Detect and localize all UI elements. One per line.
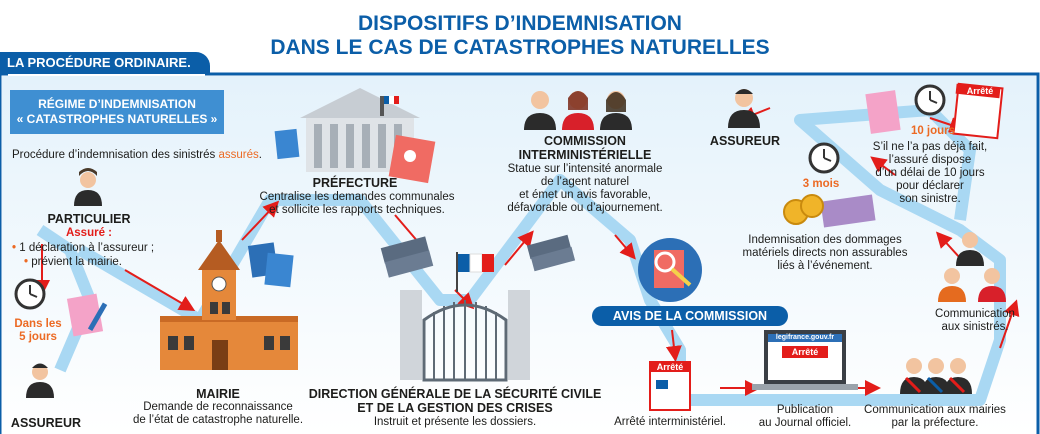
particulier-bullet1: • 1 déclaration à l’assureur ; [12, 242, 162, 255]
delay-5-line1: Dans les [14, 318, 62, 330]
website-label: legifrance.gouv.fr [775, 334, 835, 341]
clock-icon-middle [808, 142, 840, 174]
assureur-right-label: ASSUREUR [709, 134, 781, 148]
particulier-title: PARTICULIER [47, 212, 131, 226]
arrete-doc-bottom-label: Arrêté [656, 362, 684, 372]
clock-icon-left [14, 278, 46, 310]
dgscgc-gate [400, 252, 530, 382]
delay-3-months: 3 mois [802, 178, 840, 190]
assureur-left-figure [26, 363, 54, 398]
dgscgc-line2: ET DE LA GESTION DES CRISES [357, 401, 553, 415]
publication-line1: Publication [776, 404, 834, 416]
avis-commission-pill: AVIS DE LA COMMISSION [592, 306, 788, 326]
communication-mairies-line1: Communication aux mairies [864, 404, 1006, 416]
commission-line1: Statue sur l’intensité anormale [507, 163, 663, 175]
communication-mairies-line2: par la préfecture. [891, 417, 979, 429]
commission-line3: et émet un avis favorable, [519, 189, 651, 201]
bullet-dot: • [12, 242, 17, 254]
frame-top-right [205, 72, 1040, 434]
mairie-line1: Demande de reconnaissance [143, 401, 293, 413]
regime-caption: Procédure d’indemnisation des sinistrés … [12, 149, 262, 162]
arrete-doc-top-label: Arrêté [966, 86, 994, 96]
laptop-arrete-label: Arrêté [791, 347, 819, 357]
sinistres-group [938, 232, 1006, 302]
declaration-line5: son sinistre. [899, 193, 961, 205]
particulier-bullet2: • prévient la mairie. [24, 256, 164, 269]
commission-line2: de l’agent naturel [540, 176, 630, 188]
indemnisation-line3: liés à l’événement. [777, 260, 873, 272]
prefecture-line1: Centralise les demandes communales [259, 191, 455, 203]
delay-10-days: 10 jours [910, 125, 956, 137]
particulier-bullet2-text: prévient la mairie. [31, 256, 122, 268]
particulier-bullet1-text: 1 déclaration à l’assureur ; [19, 242, 155, 254]
publication-line2: au Journal officiel. [758, 417, 852, 429]
clock-icon-top [914, 84, 946, 116]
declaration-document [66, 293, 108, 337]
delay-5-days: Dans les 5 jours [4, 318, 72, 344]
regime-line1: RÉGIME D’INDEMNISATION [38, 97, 196, 111]
communication-sinistres-line2: aux sinistrés. [941, 321, 1009, 333]
assureur-right-figure [728, 89, 760, 128]
arrete-document-bottom [649, 361, 691, 411]
commission-title1: COMMISSION [544, 134, 626, 148]
declaration-line3: d’un délai de 10 jours [875, 167, 985, 179]
procedure-banner: LA PROCÉDURE ORDINAIRE. [0, 52, 210, 74]
delay-5-line2: 5 jours [19, 331, 57, 343]
technical-report [388, 134, 436, 184]
particulier-figure [74, 168, 102, 206]
frame-left [0, 72, 8, 434]
dossiers-stack-left [380, 236, 434, 278]
page-title-line1: DISPOSITIFS D’INDEMNISATION [358, 12, 682, 35]
particulier-subtitle: Assuré : [65, 227, 113, 239]
assureur-left-label: ASSUREUR [10, 416, 82, 430]
communication-sinistres-line1: Communication [935, 308, 1015, 320]
declaration-line1: S’il ne l’a pas déjà fait, [872, 141, 988, 153]
declaration-line4: pour déclarer [896, 180, 964, 192]
regime-caption-suffix: . [258, 149, 262, 161]
page-title-line2: DANS LE CAS DE CATASTROPHES NATURELLES [270, 36, 770, 59]
regime-box: RÉGIME D’INDEMNISATION « CATASTROPHES NA… [10, 90, 224, 134]
dgscgc-line1: DIRECTION GÉNÉRALE DE LA SÉCURITÉ CIVILE [308, 387, 602, 401]
mairie-building [160, 230, 298, 370]
blue-documents-left [247, 128, 300, 288]
laptop-journal-officiel [752, 330, 858, 390]
regime-caption-prefix: Procédure d’indemnisation des sinistrés [12, 149, 219, 161]
prefecture-line2: et sollicite les rapports techniques. [269, 204, 445, 216]
commission-members [524, 91, 632, 130]
declaration-document-right [865, 90, 901, 134]
declaration-line2: l’assuré dispose [888, 154, 972, 166]
mayors-figures [900, 358, 972, 394]
bullet-dot: • [24, 256, 29, 268]
prefecture-title: PRÉFECTURE [312, 176, 398, 190]
commission-title2: INTERMINISTÉRIELLE [518, 148, 652, 162]
mairie-line2: de l’état de catastrophe naturelle. [132, 414, 304, 426]
arrete-interministeriel-label: Arrêté interministériel. [614, 416, 726, 428]
money-icon [783, 194, 876, 228]
avis-magnifier-icon [638, 238, 702, 302]
regime-caption-highlight: assurés [218, 149, 259, 161]
dossiers-stack-right [526, 234, 576, 272]
indemnisation-line2: matériels directs non assurables [742, 247, 908, 259]
indemnisation-line1: Indemnisation des dommages [748, 234, 902, 246]
regime-line2: « CATASTROPHES NATURELLES » [16, 112, 218, 126]
mairie-title: MAIRIE [196, 387, 240, 401]
arrete-document-top [952, 82, 1004, 140]
page-title: DISPOSITIFS D’INDEMNISATION DANS LE CAS … [250, 12, 790, 60]
commission-line4: défavorable ou d’ajournement. [507, 202, 663, 214]
dgscgc-line3: Instruit et présente les dossiers. [373, 416, 537, 428]
